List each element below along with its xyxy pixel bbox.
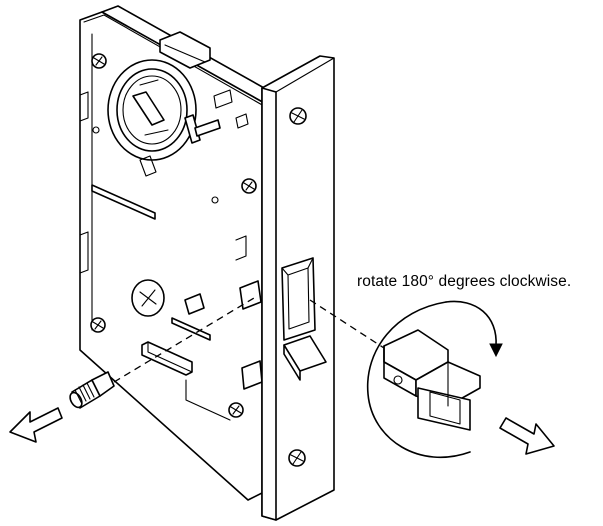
latch-part bbox=[383, 329, 481, 431]
screw-icon bbox=[241, 178, 257, 194]
curved-rotation-arrow-icon bbox=[366, 300, 503, 458]
set-screw bbox=[69, 371, 115, 409]
hub-lever bbox=[184, 89, 249, 144]
hollow-arrow-left-icon bbox=[9, 407, 63, 443]
screw-icon bbox=[91, 53, 107, 69]
rotation-instruction: rotate 180° degrees clockwise. bbox=[357, 273, 572, 290]
faceplate bbox=[261, 55, 335, 521]
screw-icon bbox=[289, 107, 307, 125]
case-screws bbox=[90, 53, 257, 418]
screw-icon bbox=[228, 402, 244, 418]
hollow-arrow-right-icon bbox=[499, 417, 555, 455]
bottom-bracket bbox=[141, 341, 193, 376]
cylinder-hub bbox=[107, 59, 197, 161]
screw-icon bbox=[90, 317, 106, 333]
guide-lines bbox=[113, 297, 385, 383]
screw-icon bbox=[288, 449, 306, 467]
lower-hub bbox=[131, 279, 165, 317]
